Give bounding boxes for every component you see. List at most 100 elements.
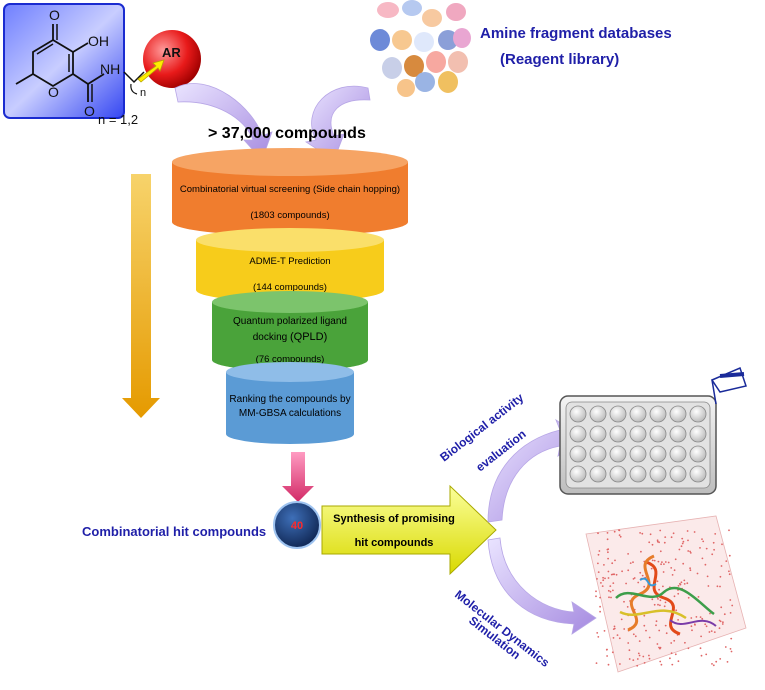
solvent-dot (607, 570, 610, 573)
solvent-dot (627, 553, 629, 555)
solvent-dot (689, 567, 691, 570)
well (689, 425, 707, 443)
solvent-dot (709, 612, 711, 615)
stage-4-label-line2: MM-GBSA calculations (239, 408, 341, 419)
solvent-dot (656, 643, 659, 645)
solvent-dot (596, 578, 598, 580)
solvent-dot (660, 563, 662, 566)
solvent-dot (693, 623, 696, 626)
solvent-dot (675, 609, 678, 612)
solvent-dot (606, 538, 609, 541)
solvent-dot (625, 582, 627, 585)
solvent-dot (619, 663, 621, 665)
solvent-dot (713, 548, 715, 551)
solvent-dot (599, 596, 601, 599)
solvent-dot (683, 579, 686, 582)
well (569, 445, 587, 463)
hydroxyl-label: OH (88, 33, 109, 49)
ketone-oxygen: O (49, 7, 60, 23)
solvent-dot (651, 559, 654, 562)
solvent-dot (691, 629, 693, 632)
dna-helix (645, 560, 681, 636)
solvent-dot (699, 616, 702, 618)
solvent-dot (642, 655, 645, 658)
solvent-dot (673, 639, 676, 642)
amide-oxygen: O (84, 103, 95, 119)
solvent-dot (695, 616, 698, 618)
well (569, 465, 587, 483)
solvent-dot (729, 599, 732, 601)
solvent-dot (618, 529, 621, 532)
well (649, 405, 667, 423)
solvent-dot (721, 623, 724, 625)
protein-ribbon (615, 586, 715, 616)
solvent-dot (595, 595, 597, 598)
solvent-dot (670, 567, 673, 569)
hits-label: Combinatorial hit compounds (82, 524, 266, 539)
solvent-dot (618, 534, 621, 536)
well (589, 445, 607, 463)
stage-2-label: ADME-T Prediction (249, 256, 330, 267)
solvent-dot (670, 536, 673, 539)
funnel-stage-3: Quantum polarized ligand docking (QPLD) … (212, 291, 368, 371)
solvent-dot (704, 623, 707, 626)
solvent-dot (728, 573, 731, 576)
solvent-dot (648, 636, 651, 639)
solvent-dot (641, 532, 644, 535)
solvent-dot (648, 654, 650, 657)
solvent-dot (672, 532, 675, 535)
attach-arrow (137, 59, 165, 83)
solvent-dot (728, 529, 730, 532)
solvent-dot (663, 541, 666, 544)
solvent-dot (615, 573, 618, 576)
solvent-dot (721, 543, 723, 546)
solvent-dot (607, 577, 610, 579)
solvent-dot (632, 561, 634, 564)
solvent-dot (682, 540, 685, 543)
solvent-dot (638, 640, 641, 642)
solvent-dots (595, 529, 734, 667)
solvent-dot (719, 585, 721, 588)
solvent-dot (690, 617, 693, 619)
solvent-dot (718, 619, 721, 622)
solvent-dot (690, 625, 693, 628)
hit-count-circle (273, 501, 321, 549)
solvent-dot (606, 548, 609, 551)
solvent-dot (712, 541, 715, 544)
solvent-dot (607, 663, 610, 666)
solvent-dot (656, 580, 659, 583)
solvent-dot (702, 540, 705, 543)
well (689, 445, 707, 463)
funnel-output-arrow (282, 452, 314, 502)
well-plate (559, 395, 717, 495)
solvent-dot (629, 562, 632, 564)
solvent-dot (632, 633, 635, 636)
well (669, 445, 687, 463)
solvent-dot (664, 624, 667, 627)
solvent-dot (645, 629, 647, 632)
well (589, 405, 607, 423)
solvent-dot (656, 540, 659, 543)
solvent-dot (661, 561, 663, 563)
bio-label-line1: Biological activity (437, 390, 526, 464)
solvent-dot (612, 582, 615, 584)
well (589, 425, 607, 443)
wells (569, 405, 707, 483)
pipette-icon (710, 366, 747, 405)
solvent-dot (628, 658, 631, 660)
synthesis-arrow (321, 484, 497, 576)
solvent-dot (609, 585, 612, 587)
solvent-dot (655, 624, 657, 627)
solvent-dot (696, 572, 699, 575)
solvent-dot (700, 635, 702, 638)
solvent-dot (623, 628, 626, 630)
solvent-dot (677, 592, 680, 595)
solvent-dot (657, 560, 660, 563)
solvent-dot (651, 598, 654, 601)
solvent-dot (677, 585, 680, 587)
solvent-dot (677, 619, 679, 621)
stage-3-count: (76 compounds) (256, 354, 325, 365)
amide-nh-label: NH (100, 61, 120, 77)
solvent-dot (711, 553, 714, 556)
solvent-dot (658, 646, 660, 649)
